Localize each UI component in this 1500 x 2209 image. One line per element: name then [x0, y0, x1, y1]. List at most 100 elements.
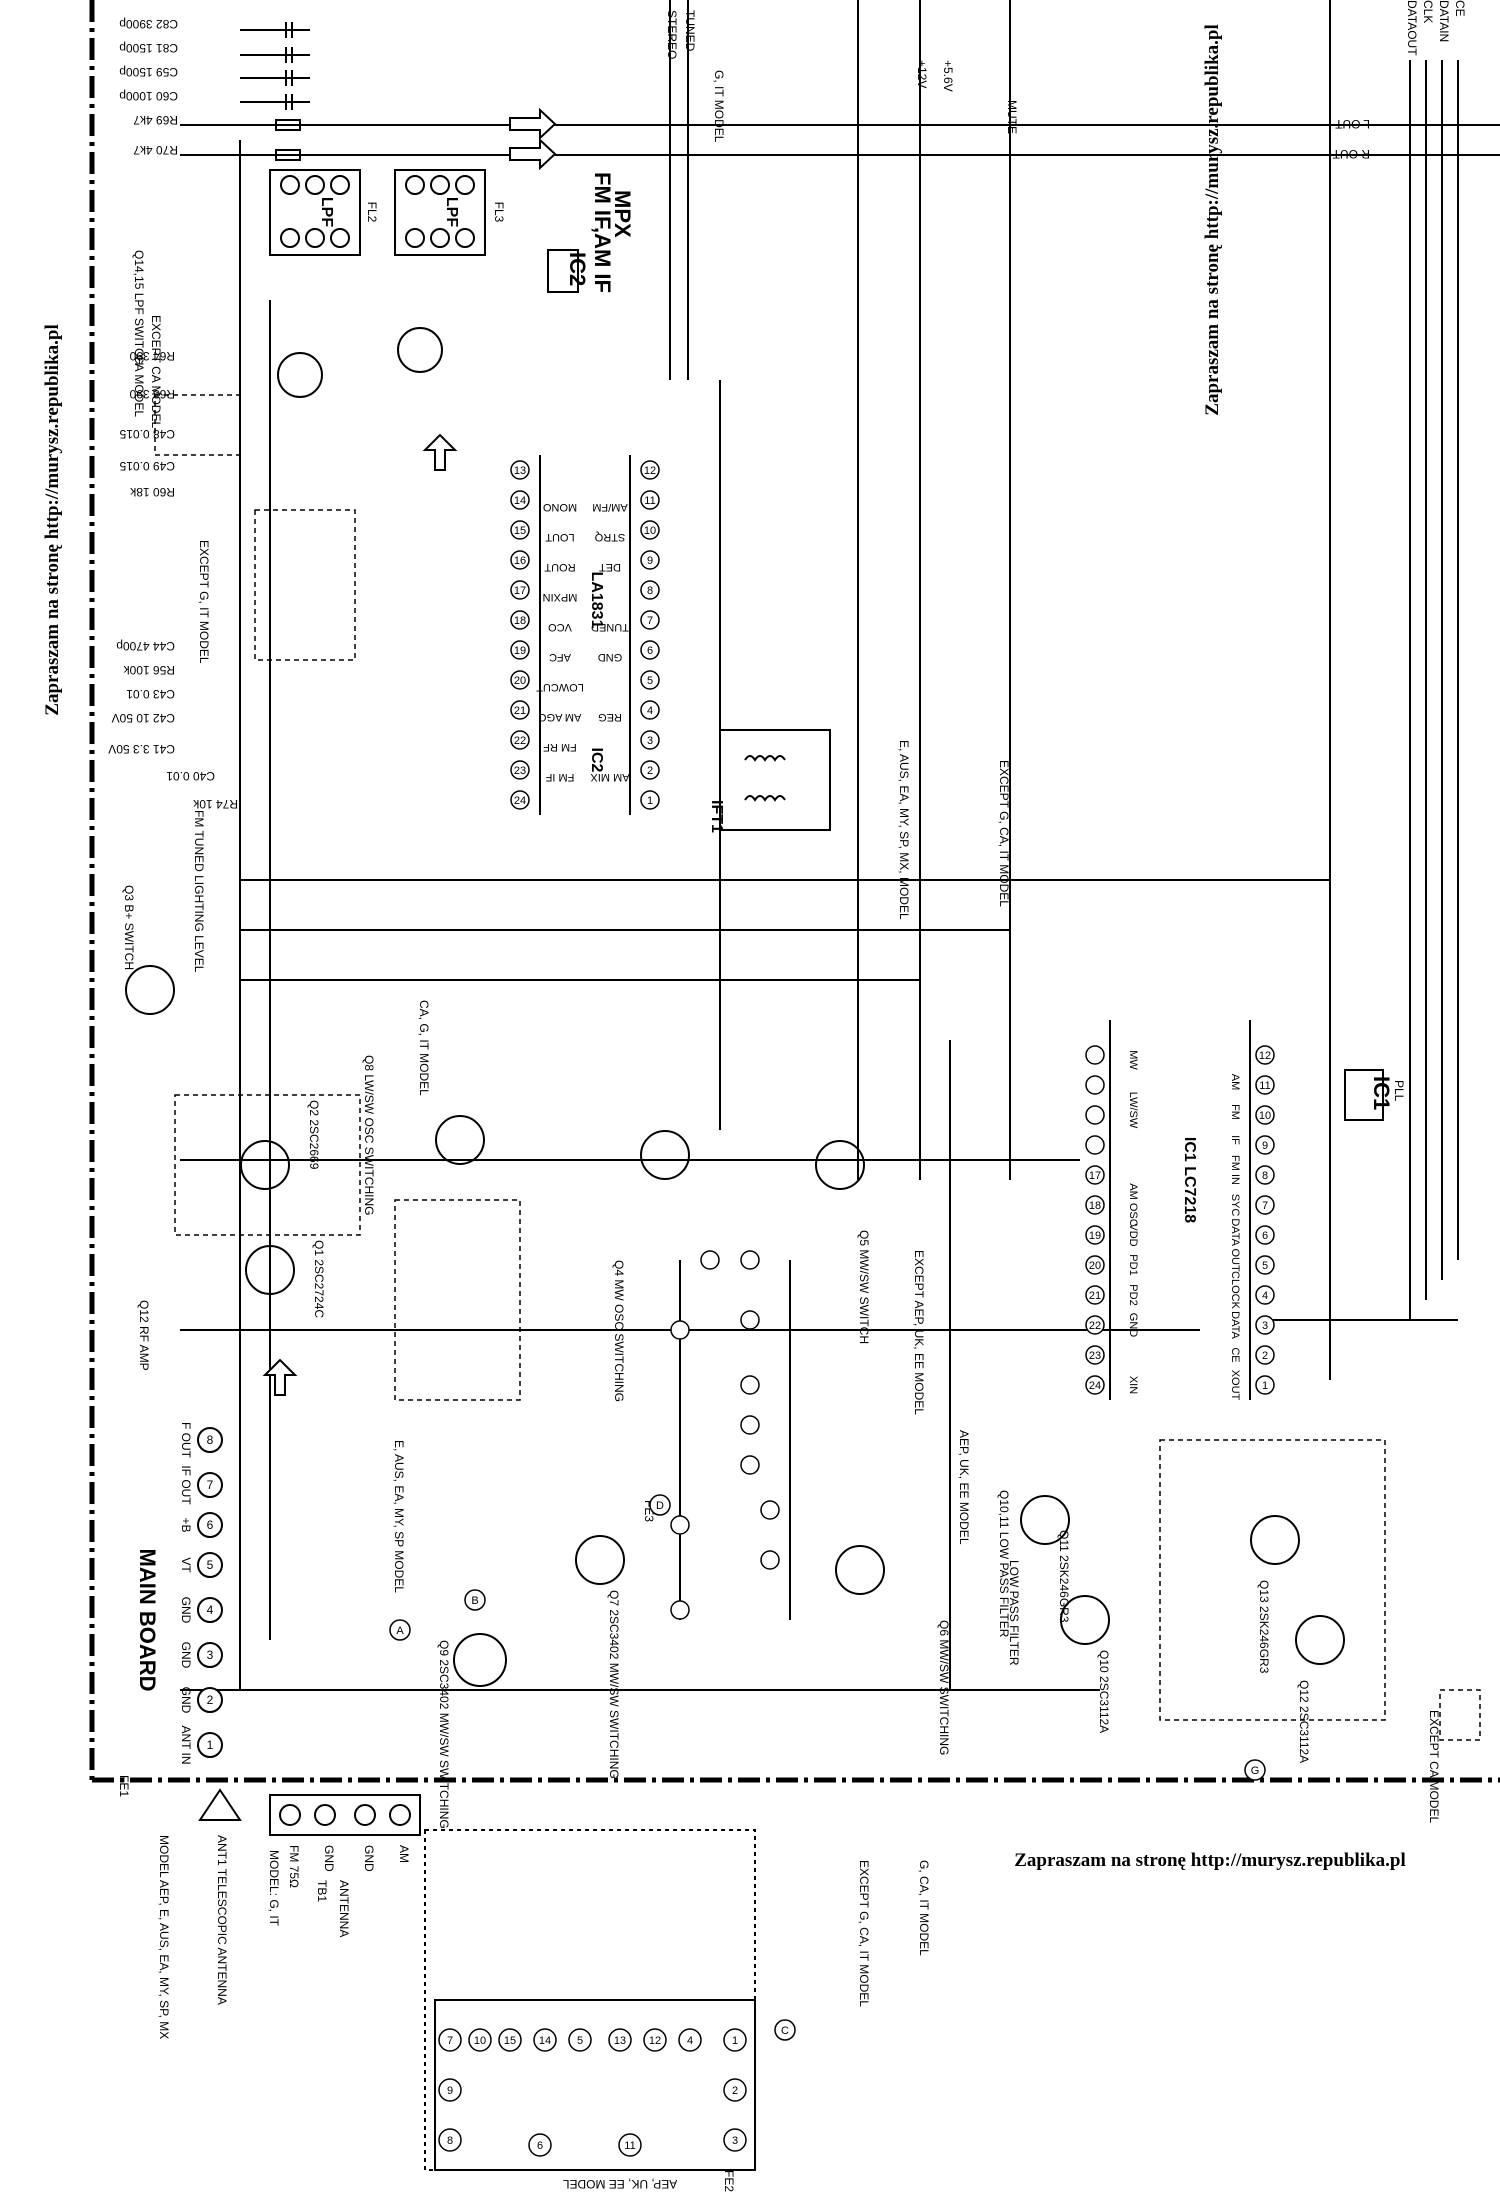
note: EXCEPT CA MODEL: [1427, 1710, 1441, 1823]
ic2-pin-2: 2: [647, 765, 653, 777]
fe1-label: FE1: [117, 1775, 131, 1797]
ic1-pin-1: 1: [1262, 1380, 1268, 1392]
datain-label: DATAIN: [1437, 0, 1451, 42]
letter-marks: [389, 1494, 1266, 2041]
note: EXCEPT AEP, UK, EE MODEL: [912, 1250, 926, 1415]
ic1-pin-name: XOUT: [1229, 1370, 1241, 1401]
ic1-pins: [1085, 1045, 1275, 1395]
connector-pin: 6: [207, 1518, 214, 1532]
ic1-pin-name: PD1: [1127, 1254, 1139, 1275]
note: CA MODEL: [132, 355, 146, 417]
component-label: R56 100k: [123, 663, 175, 677]
connector-label: +B: [179, 1517, 193, 1532]
ift1-label: IFT1: [708, 800, 725, 833]
fe2-pins: [438, 2028, 747, 2157]
model-label: G, IT MODEL: [712, 70, 726, 143]
note: EXCEPT G, CA, IT MODEL: [997, 760, 1011, 907]
ic1-pin-name: GND: [1127, 1313, 1139, 1338]
connector-pin: 4: [207, 1603, 214, 1617]
res-label: R69 4k7: [133, 113, 178, 127]
ic2-pin-19: 19: [514, 645, 526, 657]
lpf-fl2: [269, 169, 361, 256]
connector-pin-numbers: 1 2 3 4 5 6 7 8: [207, 1433, 214, 1752]
top-passive-labels: C82 3900p C81 1500p C59 1500p C60 1000p …: [119, 17, 178, 157]
cap-label: C60 1000p: [119, 89, 178, 103]
connector-label: IF OUT: [179, 1465, 193, 1505]
ic1-pin-name: LW/SW: [1127, 1092, 1139, 1129]
fe2-pin: 13: [614, 2035, 626, 2047]
ic1-pin-20: 20: [1089, 1260, 1101, 1272]
letter-mark: C: [781, 2025, 789, 2037]
fe2-pin: 3: [732, 2135, 738, 2147]
letter-mark-text: A B C D G: [396, 1500, 1259, 2037]
note: CA, G, IT MODEL: [417, 1000, 431, 1096]
ic2-pin-3: 3: [647, 735, 653, 747]
fe2-pin: 12: [649, 2035, 661, 2047]
tuned-label: TUNED: [683, 10, 697, 52]
fe2-pin: 1: [732, 2035, 738, 2047]
ic2-pin-16: 16: [514, 555, 526, 567]
note: Q1 2SC2724C: [312, 1240, 326, 1318]
ic2-pin-names: MONO LOUT ROUT MPXIN VCO AFC LOWCUT AM A…: [536, 501, 630, 783]
ic2-pin-14: 14: [514, 495, 526, 507]
ic2-body: [539, 455, 631, 815]
ic1-pin-11: 11: [1259, 1080, 1270, 1092]
transistor-symbols: [125, 327, 1345, 1687]
component-label: C40 0.01: [166, 769, 215, 783]
connector-label: GND: [179, 1597, 193, 1624]
ic1-pin-9: 9: [1262, 1140, 1268, 1152]
component-label: C42 10 50V: [112, 711, 175, 725]
ic2-desc: FM IF,AM IF: [590, 172, 615, 293]
component-label: R64 390: [129, 349, 175, 363]
ic2-pin-22: 22: [514, 735, 526, 747]
component-label: R60 18k: [129, 485, 175, 499]
ic2-pin-20: 20: [514, 675, 526, 687]
ic1-pin-name: IF: [1229, 1135, 1241, 1145]
ic2-pin-name: GND: [598, 651, 623, 663]
top-passives: [240, 22, 310, 161]
ic1-pin-name: FM: [1229, 1104, 1241, 1120]
ic1-pin-name: XIN: [1127, 1376, 1139, 1394]
ic2-title: IC2 FM IF,AM IF MPX: [547, 172, 635, 293]
component-label: R63 390: [129, 387, 175, 401]
mute-label: MUTE: [1005, 100, 1019, 134]
note: Q4 MW OSC SWITCHING: [612, 1260, 626, 1402]
ic2-pin-1: 1: [647, 795, 653, 807]
ic2-part: LA1831: [588, 572, 605, 629]
fe2-pin: 9: [447, 2085, 453, 2097]
ic1-sub: PLL: [1392, 1080, 1406, 1102]
antenna-fm: FM 75Ω: [287, 1845, 301, 1888]
ic1-pin-name: SYC: [1229, 1194, 1241, 1217]
letter-mark: G: [1251, 1765, 1260, 1777]
rout-label: R OUT: [1332, 147, 1370, 161]
ic1-pin-name: AM OSC: [1127, 1183, 1139, 1226]
connector-pin: 3: [207, 1648, 214, 1662]
connector-pin: 1: [207, 1738, 214, 1752]
fe3-pins: [670, 1250, 780, 1620]
ic2-pin-name: FM RF: [543, 741, 577, 753]
antenna-gnd: GND: [362, 1845, 376, 1872]
ic2-pin-10: 10: [644, 525, 656, 537]
connector-pin: 2: [207, 1693, 214, 1707]
ic2-pin-name: MONO: [542, 501, 577, 513]
main-board-title: MAIN BOARD: [135, 1549, 160, 1692]
ic2-pin-6: 6: [647, 645, 653, 657]
ic1-pin-22: 22: [1089, 1320, 1101, 1332]
fl3-label: FL3: [492, 202, 506, 223]
connector-label: VT: [179, 1557, 193, 1573]
ic2-pin-name: AM AGC: [539, 711, 582, 723]
ic2-tag: IC2: [588, 748, 605, 773]
fe2-pin: 14: [539, 2035, 551, 2047]
model-note: MODEL: G, IT: [267, 1850, 281, 1927]
ic1-label: IC1: [1369, 1076, 1394, 1110]
component-label: C43 0.01: [126, 687, 175, 701]
note: LOW PASS FILTER: [1007, 1560, 1021, 1666]
ic2-pin-21: 21: [514, 705, 526, 717]
antenna-am: AM: [397, 1845, 411, 1863]
ic1-pin-6: 6: [1262, 1230, 1268, 1242]
ic1-pin-7: 7: [1262, 1200, 1268, 1212]
ic1-pin-4: 4: [1262, 1290, 1268, 1302]
ic1-pin-name: CE: [1229, 1347, 1241, 1362]
fe2-pin: 11: [624, 2140, 635, 2152]
